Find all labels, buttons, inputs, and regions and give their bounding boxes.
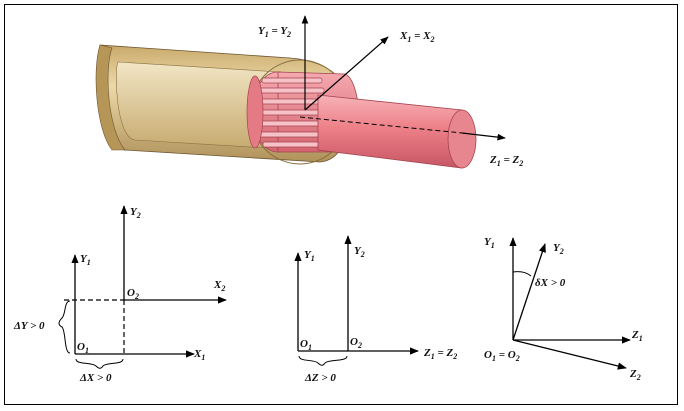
svg-text:Y1: Y1 [80,253,91,267]
svg-text:Y1: Y1 [304,249,315,263]
label-x1-x2: X1 = X2 [399,30,434,44]
z-axis-3d [461,132,506,141]
spline-hub [246,71,359,153]
label-delta-x: ΔX > 0 [79,372,112,384]
svg-text:Z1 = Z2: Z1 = Z2 [423,347,457,361]
svg-text:O1: O1 [77,341,89,355]
svg-text:O2: O2 [350,336,362,350]
rotation-arc [512,271,532,277]
svg-text:O1: O1 [300,338,312,352]
svg-text:Y1: Y1 [484,236,495,250]
label-y1-y2: Y1 = Y2 [258,25,291,39]
label-delta-rot: δX > 0 [535,277,566,289]
dy-brace [58,300,71,354]
dx-brace [75,358,124,369]
dz-brace [298,355,348,366]
rotation-diagram: Y1 Y2 δX > 0 Z1 Z2 O1 = O2 [484,236,643,382]
svg-text:Y2: Y2 [130,206,141,220]
xy-offset-diagram: Y2 Y1 X2 X1 O2 O1 ΔY > 0 ΔX > 0 [13,205,227,384]
z-offset-diagram: Y1 Y2 O1 O2 Z1 = Z2 ΔZ > 0 [294,235,457,384]
shaft [299,94,477,169]
x-axis-3d [304,36,389,111]
svg-text:X2: X2 [213,279,225,293]
svg-text:O1 = O2: O1 = O2 [484,349,520,363]
svg-text:Y2: Y2 [354,245,365,259]
label-delta-z: ΔZ > 0 [304,372,336,384]
svg-text:Z2: Z2 [629,368,641,382]
svg-text:O2: O2 [127,287,139,301]
label-z1-z2: Z1 = Z2 [489,154,523,168]
svg-text:Z1: Z1 [631,329,643,343]
svg-text:Y2: Y2 [553,242,564,256]
label-delta-y: ΔY > 0 [13,320,45,332]
svg-text:X1: X1 [193,348,205,362]
spline-assembly-illustration: Y1 = Y2 X1 = X2 Z1 = Z2 [95,15,523,169]
